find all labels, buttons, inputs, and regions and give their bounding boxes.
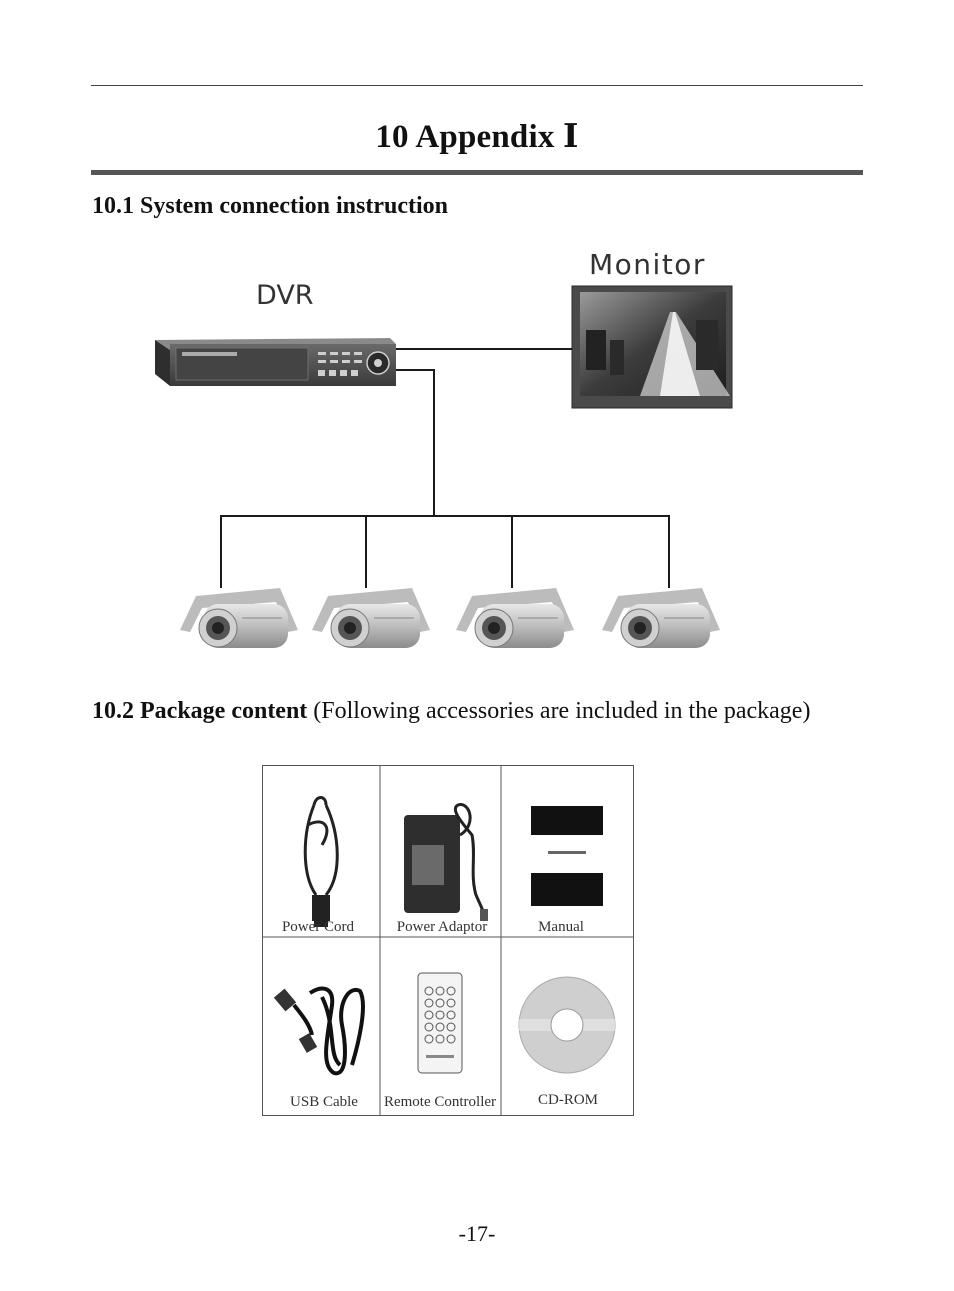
header-rule	[91, 85, 863, 86]
item-label: Power Cord	[282, 919, 355, 935]
dvr-device-icon	[155, 338, 396, 386]
item-label: USB Cable	[290, 1094, 358, 1110]
power-cord-icon	[303, 796, 339, 927]
system-connection-diagram: DVR Monitor	[155, 248, 733, 648]
section-heading-package-note: (Following accessories are included in t…	[307, 698, 811, 724]
camera-icon	[180, 588, 298, 648]
section-heading-connection: 10.1 System connection instruction	[92, 193, 448, 219]
section-heading-package-bold: 10.2 Package content	[92, 698, 308, 724]
camera-icon	[456, 588, 574, 648]
camera-icon	[602, 588, 720, 648]
item-label: Remote Controller	[384, 1094, 496, 1110]
monitor-label: Monitor	[589, 248, 706, 281]
item-label: CD-ROM	[538, 1092, 598, 1108]
cd-rom-icon	[518, 976, 616, 1074]
package-content-grid: Power Cord Power Adaptor Manual USB Cabl…	[262, 765, 634, 1116]
connection-wires	[220, 348, 670, 588]
manual-icon	[531, 806, 603, 906]
usb-cable-icon	[273, 986, 365, 1076]
monitor-device-icon	[571, 285, 733, 409]
page-number: -17-	[458, 1221, 496, 1246]
dvr-label: DVR	[256, 280, 314, 311]
item-label: Manual	[538, 919, 584, 935]
title-rule	[91, 170, 863, 175]
chapter-title: 10 Appendix Ⅰ	[375, 119, 579, 155]
remote-controller-icon	[417, 972, 463, 1074]
item-label: Power Adaptor	[397, 919, 487, 935]
camera-icon	[312, 588, 430, 648]
power-adaptor-icon	[404, 803, 488, 921]
section-heading-package: 10.2 Package content (Following accessor…	[92, 698, 810, 725]
